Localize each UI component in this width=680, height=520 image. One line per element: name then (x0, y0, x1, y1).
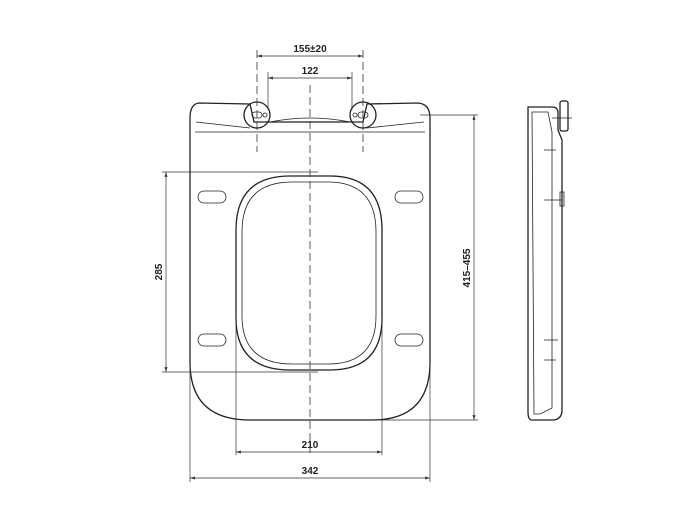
dimension-hinge-spacing-label: 155±20 (293, 44, 327, 55)
side-view-bumper (559, 191, 565, 207)
seat-inner-panel (235, 175, 383, 371)
side-view-lid-edge (544, 149, 562, 361)
bumper-slot-top-left (197, 190, 227, 204)
bumper-slot-bottom-left (197, 333, 227, 347)
seat-rim-line (195, 121, 425, 133)
dimension-inner-length-label: 285 (154, 263, 165, 280)
side-view-inner-line (531, 111, 553, 415)
side-view-outline (527, 106, 563, 421)
dimension-inner-width-label: 210 (302, 440, 319, 451)
bumper-slot-top-right (394, 190, 424, 204)
dimension-overall-width-label: 342 (302, 466, 319, 477)
hinge-cover-strip (269, 117, 351, 123)
seat-inner-panel-edge (241, 181, 377, 365)
dimension-overall-width: 342 (189, 362, 431, 482)
dimension-hinge-hole-label: 122 (302, 66, 319, 77)
dimension-inner-length: 285 (154, 171, 318, 373)
dimension-inner-width: 210 (235, 318, 383, 455)
dimension-overall-length-label: 415–455 (462, 248, 473, 287)
dimension-hinge-hole-distance: 122 (268, 66, 352, 80)
dimension-hinge-spacing: 155±20 (257, 44, 363, 58)
seat-top-view (189, 50, 431, 455)
side-view-hinge-post (559, 100, 569, 132)
dimension-overall-length: 415–455 (380, 114, 478, 421)
seat-side-view (527, 100, 572, 421)
bumper-slot-bottom-right (394, 333, 424, 347)
